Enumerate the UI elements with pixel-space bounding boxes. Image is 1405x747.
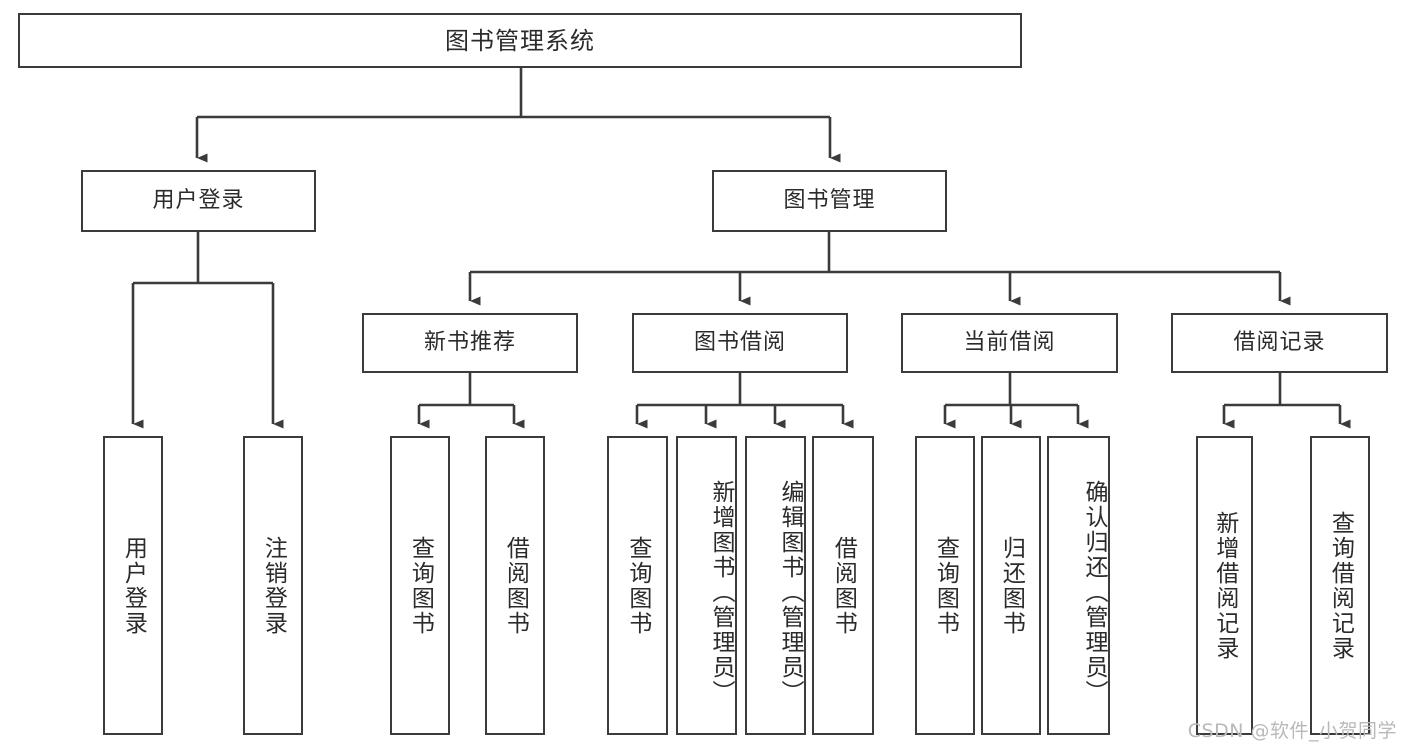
node-label: 借阅图书 <box>830 535 857 636</box>
leaf-add-borrow-record[interactable]: 新增借阅记录 <box>1196 436 1253 735</box>
leaf-logout[interactable]: 注销登录 <box>243 436 303 735</box>
node-label: 用户登录 <box>152 188 245 214</box>
node-label: 查询图书 <box>407 535 434 636</box>
leaf-edit-book-admin[interactable]: 编辑图书（管理员） <box>745 436 806 735</box>
node-label: 查询借阅记录 <box>1327 510 1354 661</box>
node-book-borrow[interactable]: 图书借阅 <box>632 313 848 373</box>
node-label: 确认归还（管理员） <box>1081 480 1107 705</box>
leaf-borrow-book-recommend[interactable]: 借阅图书 <box>485 436 545 735</box>
node-user-login[interactable]: 用户登录 <box>81 170 316 232</box>
node-label: 用户登录 <box>120 535 147 636</box>
node-book-management[interactable]: 图书管理 <box>712 170 947 232</box>
node-label: 当前借阅 <box>963 330 1056 356</box>
node-book-management-system[interactable]: 图书管理系统 <box>18 13 1022 68</box>
csdn-watermark: CSDN @软件_小贺同学 <box>1187 720 1397 742</box>
node-label: 编辑图书（管理员） <box>777 480 803 705</box>
node-borrow-record[interactable]: 借阅记录 <box>1171 313 1388 373</box>
node-label: 新增图书（管理员） <box>708 480 734 705</box>
node-label: 借阅图书 <box>502 535 529 636</box>
node-label: 借阅记录 <box>1233 330 1326 356</box>
node-new-book-recommend[interactable]: 新书推荐 <box>362 313 578 373</box>
leaf-user-login[interactable]: 用户登录 <box>103 436 163 735</box>
node-label: 图书管理 <box>783 188 876 214</box>
leaf-add-book-admin[interactable]: 新增图书（管理员） <box>676 436 737 735</box>
node-label: 图书管理系统 <box>445 26 595 55</box>
node-current-borrow[interactable]: 当前借阅 <box>901 313 1118 373</box>
leaf-borrow-book[interactable]: 借阅图书 <box>812 436 874 735</box>
node-label: 注销登录 <box>260 535 287 636</box>
node-label: 查询图书 <box>932 535 959 636</box>
leaf-query-book-current[interactable]: 查询图书 <box>915 436 975 735</box>
node-label: 新书推荐 <box>423 330 516 356</box>
node-label: 查询图书 <box>624 535 651 636</box>
leaf-query-book-borrow[interactable]: 查询图书 <box>607 436 668 735</box>
leaf-confirm-return-admin[interactable]: 确认归还（管理员） <box>1047 436 1110 735</box>
leaf-query-borrow-record[interactable]: 查询借阅记录 <box>1310 436 1370 735</box>
leaf-return-book[interactable]: 归还图书 <box>981 436 1041 735</box>
node-label: 新增借阅记录 <box>1211 510 1238 661</box>
node-label: 归还图书 <box>998 535 1025 636</box>
leaf-query-book-recommend[interactable]: 查询图书 <box>390 436 450 735</box>
node-label: 图书借阅 <box>693 330 786 356</box>
